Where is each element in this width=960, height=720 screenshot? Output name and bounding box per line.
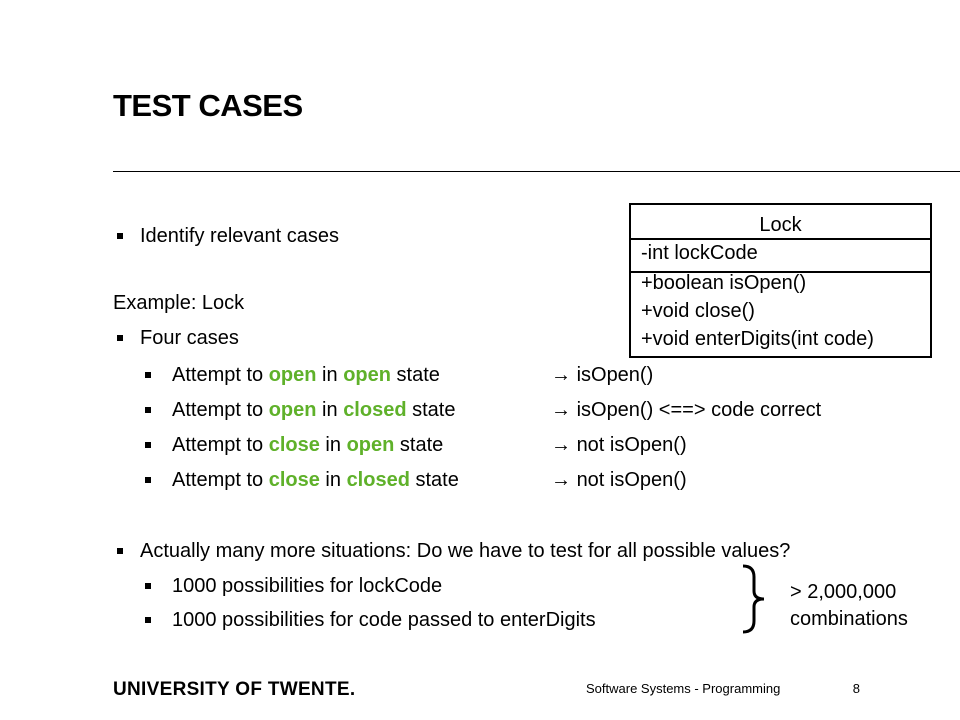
case-item: Attempt to close in closed state — [172, 468, 459, 492]
uml-class-box: Lock -int lockCode +boolean isOpen() +vo… — [629, 203, 932, 358]
bullet-many-more: Actually many more situations: Do we hav… — [140, 540, 791, 562]
bullet-marker — [145, 477, 151, 483]
case-result-text: not isOpen() — [576, 434, 687, 456]
combinations-label: combinations — [790, 608, 908, 630]
slide-title: TEST CASES — [113, 88, 303, 123]
case-result: → isOpen() — [551, 363, 653, 387]
case-text: state — [390, 364, 440, 386]
uml-attribute: -int lockCode — [641, 242, 758, 264]
case-text: Attempt to — [172, 469, 269, 491]
uml-operation: +boolean isOpen() — [641, 272, 807, 294]
uml-class-name: Lock — [759, 214, 802, 236]
case-action: open — [268, 364, 317, 386]
uml-attributes-box — [629, 238, 932, 273]
possibility-item: 1000 possibilities for lockCode — [172, 575, 443, 597]
bullet-marker — [145, 407, 151, 413]
case-text: state — [406, 399, 456, 421]
bullet-marker — [117, 335, 123, 341]
university-logo: UNIVERSITY OF TWENTE. — [113, 679, 356, 700]
arrow-icon: → — [551, 399, 571, 421]
footer-course: Software Systems - Programming — [586, 681, 781, 696]
case-result-text: isOpen() — [576, 364, 654, 386]
case-state: open — [346, 434, 395, 456]
case-item: Attempt to open in open state — [172, 363, 440, 387]
case-result: → not isOpen() — [551, 468, 687, 492]
case-action: close — [268, 434, 320, 456]
possibility-item: 1000 possibilities for code passed to en… — [172, 609, 596, 631]
case-text: Attempt to — [172, 434, 269, 456]
case-result-text: isOpen() <==> code correct — [576, 399, 822, 421]
case-state: closed — [343, 399, 407, 421]
case-result-text: not isOpen() — [576, 469, 687, 491]
case-text: Attempt to — [172, 399, 269, 421]
case-item: Attempt to open in closed state — [172, 398, 455, 422]
case-text: in — [316, 364, 344, 386]
case-text: Attempt to — [172, 364, 269, 386]
bullet-marker — [117, 548, 123, 554]
case-text: state — [409, 469, 459, 491]
arrow-icon: → — [551, 364, 571, 386]
bullet-identify: Identify relevant cases — [140, 225, 339, 247]
bullet-four-cases: Four cases — [140, 327, 239, 349]
page-number: 8 — [852, 681, 860, 696]
case-state: open — [343, 364, 391, 386]
case-item: Attempt to close in open state — [172, 433, 443, 457]
case-result: → not isOpen() — [551, 433, 687, 457]
case-text: in — [316, 399, 344, 421]
arrow-icon: → — [551, 469, 571, 491]
bullet-marker — [117, 233, 123, 239]
bullet-marker — [145, 617, 151, 623]
bullet-marker — [145, 442, 151, 448]
case-state: closed — [346, 469, 410, 491]
case-text: in — [319, 434, 347, 456]
brace-icon — [742, 564, 765, 634]
bullet-marker — [145, 372, 151, 378]
case-action: open — [268, 399, 317, 421]
case-result: → isOpen() <==> code correct — [551, 398, 821, 422]
case-text: in — [319, 469, 347, 491]
case-text: state — [394, 434, 444, 456]
title-rule — [113, 171, 960, 172]
case-action: close — [268, 469, 320, 491]
uml-operation: +void close() — [641, 300, 755, 322]
combinations-count: > 2,000,000 — [790, 581, 897, 603]
example-label: Example: Lock — [113, 292, 245, 314]
arrow-icon: → — [551, 434, 571, 456]
uml-operation: +void enterDigits(int code) — [641, 328, 874, 350]
bullet-marker — [145, 583, 151, 589]
